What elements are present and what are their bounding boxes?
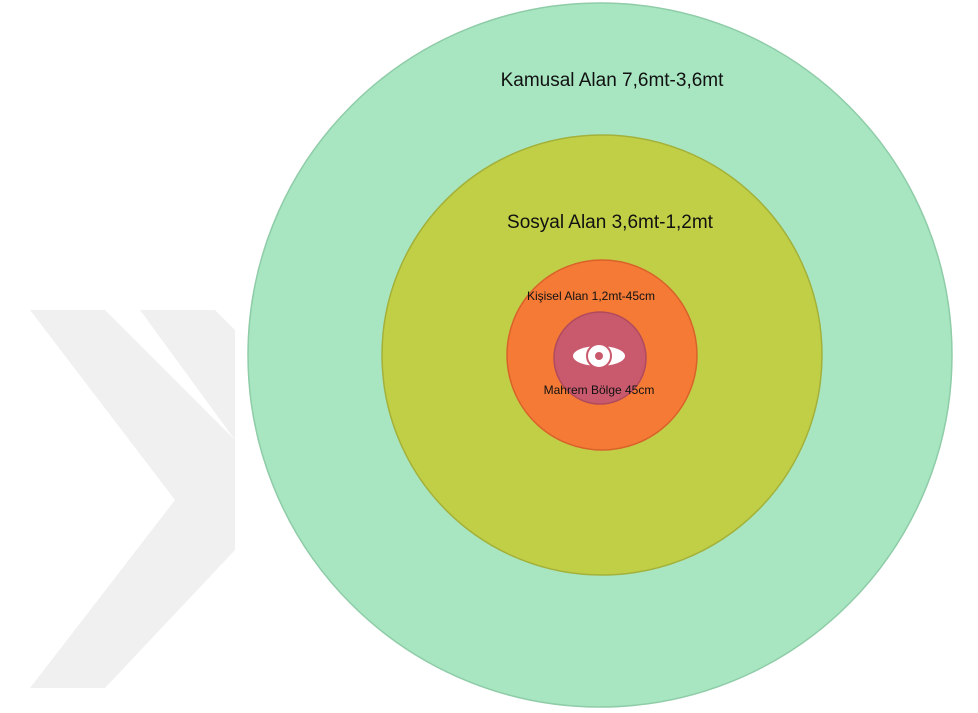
person-topdown-icon (573, 343, 625, 369)
zone-mahrem-label: Mahrem Bölge 45cm (544, 383, 655, 397)
watermark-chevron (30, 310, 235, 688)
zone-kamusal-label: Kamusal Alan 7,6mt-3,6mt (501, 70, 725, 91)
watermark-stripe-2 (140, 310, 235, 440)
zone-sosyal-label: Sosyal Alan 3,6mt-1,2mt (507, 212, 714, 233)
watermark-stripe-1 (30, 310, 235, 688)
zone-kisisel-label: Kişisel Alan 1,2mt-45cm (527, 289, 655, 303)
